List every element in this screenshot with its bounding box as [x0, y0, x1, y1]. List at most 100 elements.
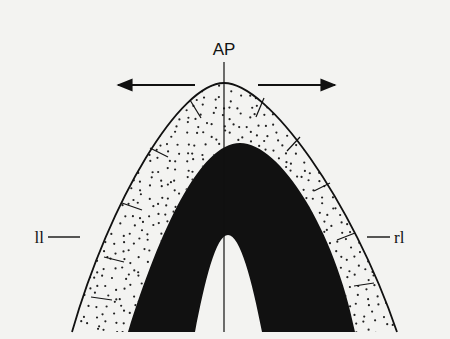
side-label: rl	[394, 229, 404, 246]
stipple-dot	[137, 333, 139, 335]
stipple-dot	[215, 298, 217, 300]
stipple-dot	[102, 180, 104, 182]
stipple-band	[55, 76, 406, 337]
stipple-dot	[92, 215, 94, 217]
stipple-dot	[69, 257, 71, 259]
stipple-dot	[228, 303, 230, 305]
side-label: ll	[35, 229, 44, 246]
stipple-dot	[337, 79, 339, 81]
stipple-dot	[215, 314, 217, 316]
stipple-dot	[98, 325, 100, 327]
stipple-dot	[246, 315, 248, 317]
stipple-dot	[346, 81, 348, 83]
stipple-dot	[57, 316, 59, 318]
stipple-dot	[368, 304, 370, 306]
stipple-dot	[375, 332, 377, 334]
stipple-dot	[152, 171, 154, 173]
stipple-dot	[335, 114, 337, 116]
stipple-dot	[125, 172, 127, 174]
stipple-dot	[344, 334, 346, 336]
stipple-dot	[101, 233, 103, 235]
stipple-dot	[232, 248, 234, 250]
stipple-dot	[265, 125, 267, 127]
stipple-dot	[307, 179, 309, 181]
stipple-dot	[356, 163, 358, 165]
stipple-dot	[148, 215, 150, 217]
stipple-dot	[116, 148, 118, 150]
stipple-dot	[128, 139, 130, 141]
stipple-dot	[191, 171, 193, 173]
stipple-dot	[401, 256, 403, 258]
stipple-dot	[302, 142, 304, 144]
stipple-dot	[375, 198, 377, 200]
stipple-dot	[88, 175, 90, 177]
stipple-dot	[359, 251, 361, 253]
stipple-dot	[393, 275, 395, 277]
stipple-dot	[120, 305, 122, 307]
stipple-dot	[138, 237, 140, 239]
stipple-dot	[77, 79, 79, 81]
stipple-dot	[179, 97, 181, 99]
stipple-dot	[355, 323, 357, 325]
stipple-dot	[386, 323, 388, 325]
stipple-dot	[221, 314, 223, 316]
stipple-dot	[353, 314, 355, 316]
stipple-dot	[312, 139, 314, 141]
stipple-dot	[404, 184, 406, 186]
stipple-dot	[354, 131, 356, 133]
stipple-dot	[113, 158, 115, 160]
stipple-dot	[105, 213, 107, 215]
stipple-dot	[237, 298, 239, 300]
stipple-dot	[313, 151, 315, 153]
stipple-dot	[123, 258, 125, 260]
stipple-dot	[83, 82, 85, 84]
stipple-dot	[106, 157, 108, 159]
stipple-dot	[321, 202, 323, 204]
stipple-dot	[125, 134, 127, 136]
stipple-dot	[367, 126, 369, 128]
stipple-dot	[381, 157, 383, 159]
stipple-dot	[169, 160, 171, 162]
stipple-dot	[60, 269, 62, 271]
stipple-dot	[376, 76, 378, 78]
stipple-dot	[290, 163, 292, 165]
stipple-dot	[397, 121, 399, 123]
stipple-dot	[303, 161, 305, 163]
stipple-dot	[392, 252, 394, 254]
stipple-dot	[132, 77, 134, 79]
stipple-dot	[128, 273, 130, 275]
stipple-dot	[165, 204, 167, 206]
stipple-dot	[309, 172, 311, 174]
stipple-dot	[273, 86, 275, 88]
stipple-dot	[337, 333, 339, 335]
stipple-dot	[255, 82, 257, 84]
stipple-dot	[246, 126, 248, 128]
stipple-dot	[137, 114, 139, 116]
stipple-dot	[129, 312, 131, 314]
stipple-dot	[83, 194, 85, 196]
stipple-dot	[196, 132, 198, 134]
stipple-dot	[365, 220, 367, 222]
stipple-dot	[57, 179, 59, 181]
stipple-dot	[131, 98, 133, 100]
stipple-dot	[286, 135, 288, 137]
stipple-dot	[212, 77, 214, 79]
stipple-dot	[128, 91, 130, 93]
stipple-dot	[349, 231, 351, 233]
stipple-dot	[401, 97, 403, 99]
stipple-dot	[373, 239, 375, 241]
stipple-dot	[260, 330, 262, 332]
stipple-dot	[229, 132, 231, 134]
stipple-dot	[83, 242, 85, 244]
stipple-dot	[102, 81, 104, 83]
stipple-dot	[69, 307, 71, 309]
stipple-dot	[96, 116, 98, 118]
stipple-dot	[176, 144, 178, 146]
stipple-dot	[70, 284, 72, 286]
stipple-dot	[105, 166, 107, 168]
stipple-dot	[390, 127, 392, 129]
stipple-dot	[331, 178, 333, 180]
stipple-dot	[375, 167, 377, 169]
stipple-dot	[77, 196, 79, 198]
stipple-dot	[353, 120, 355, 122]
